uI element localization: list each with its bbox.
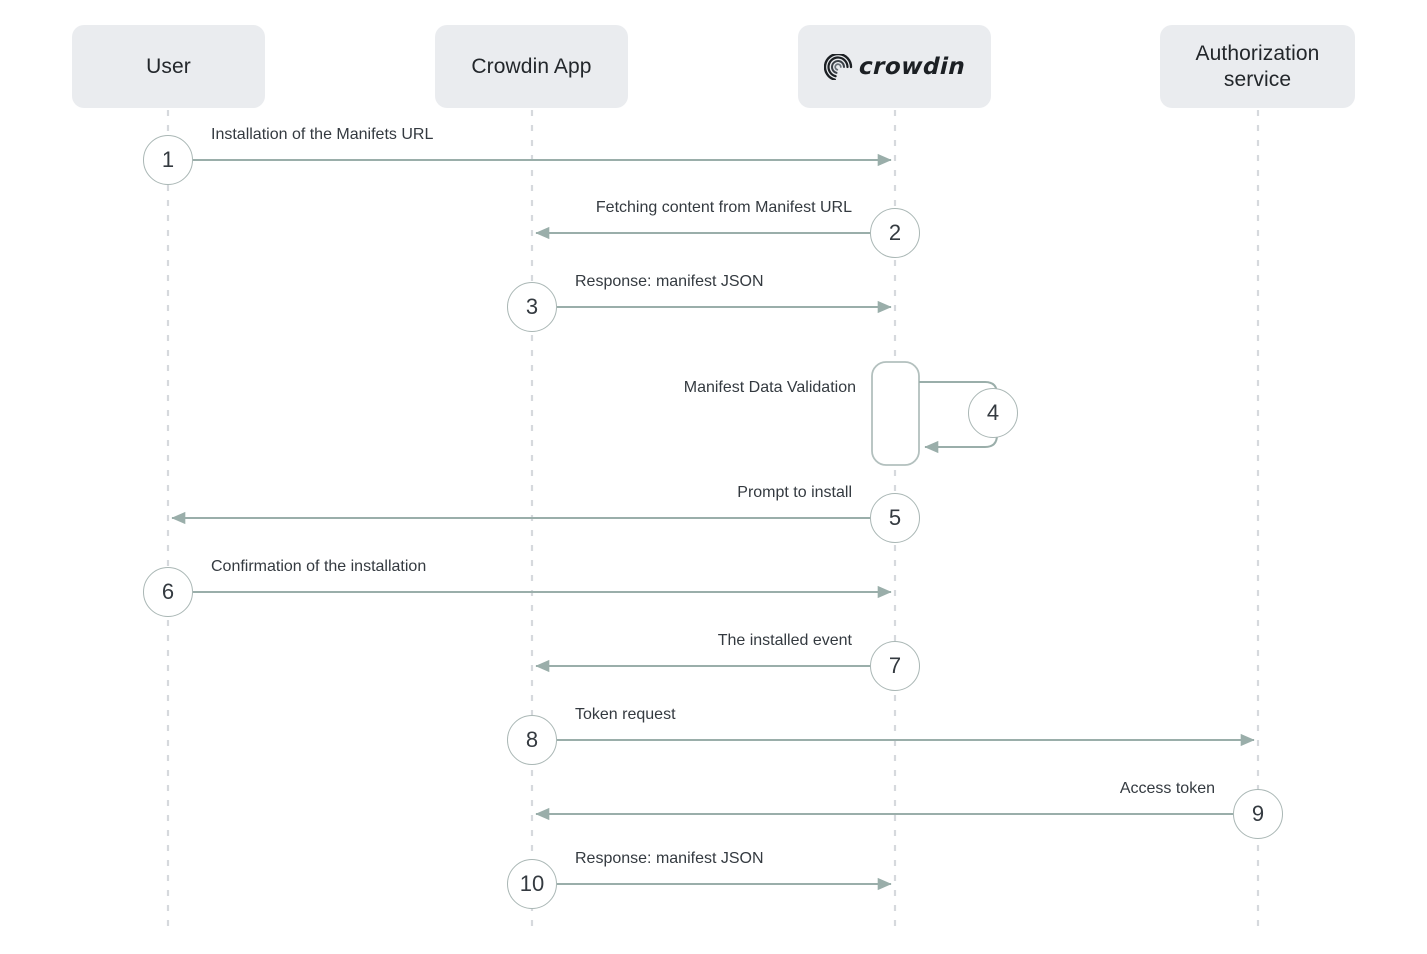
participant-user: User (72, 25, 265, 108)
message-label-2: Fetching content from Manifest URL (595, 199, 852, 216)
message-label-6: Confirmation of the installation (211, 558, 427, 575)
message-label-7: The installed event (717, 632, 852, 649)
step-circle-7: 7 (870, 641, 920, 691)
message-label-5: Prompt to install (737, 484, 852, 501)
arrows-layer (171, 153, 1255, 891)
participant-auth: Authorization service (1160, 25, 1355, 108)
step-number-1: 1 (161, 147, 175, 172)
step-circle-2: 2 (870, 208, 920, 258)
activation-layer (871, 361, 920, 466)
step-number-2: 2 (888, 220, 902, 245)
message-label-9: Access token (1119, 780, 1215, 797)
step-circle-3: 3 (507, 282, 557, 332)
step-number-10: 10 (519, 871, 545, 896)
step-circle-1: 1 (143, 135, 193, 185)
step-number-6: 6 (161, 579, 175, 604)
message-label-10: Response: manifest JSON (575, 850, 764, 867)
step-circle-4: 4 (968, 388, 1018, 438)
step-circle-8: 8 (507, 715, 557, 765)
step-number-5: 5 (888, 505, 902, 530)
step-number-4: 4 (986, 400, 1000, 425)
message-label-8: Token request (575, 706, 676, 723)
participant-label-user: User (146, 54, 191, 78)
participant-label-app: Crowdin App (471, 54, 592, 78)
participant-crowdin: crowdin (798, 25, 991, 108)
participant-app: Crowdin App (435, 25, 628, 108)
step-circle-5: 5 (870, 493, 920, 543)
step-number-3: 3 (525, 294, 539, 319)
message-label-1: Installation of the Manifets URL (211, 126, 434, 143)
message-label-4: Manifest Data Validation (683, 379, 856, 396)
step-circle-10: 10 (507, 859, 557, 909)
crowdin-logo: crowdin (823, 53, 966, 80)
step-circle-9: 9 (1233, 789, 1283, 839)
activation-box (871, 361, 920, 466)
participant-label-auth: Authorization service (1195, 41, 1320, 91)
crowdin-wordmark: crowdin (858, 53, 966, 80)
crowdin-swirl-icon (823, 53, 853, 80)
message-label-3: Response: manifest JSON (575, 273, 764, 290)
step-number-9: 9 (1251, 801, 1265, 826)
step-number-7: 7 (888, 653, 902, 678)
step-circle-6: 6 (143, 567, 193, 617)
step-number-8: 8 (525, 727, 539, 752)
